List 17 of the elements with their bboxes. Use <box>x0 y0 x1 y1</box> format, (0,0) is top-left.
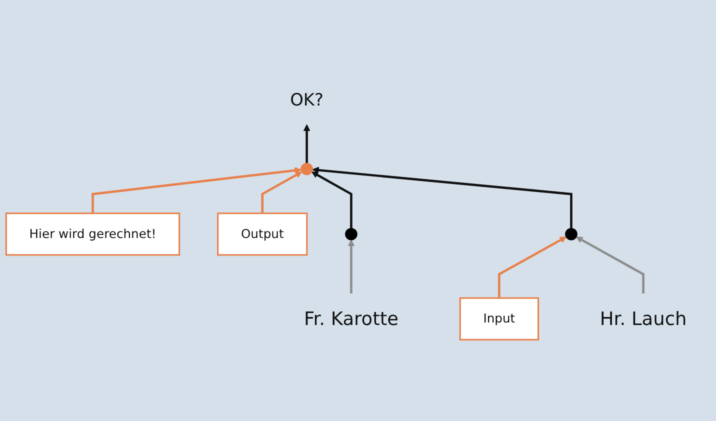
arrow <box>261 172 302 214</box>
node-text: Fr. Karotte <box>304 308 398 330</box>
arrow <box>576 236 644 294</box>
node-text: Hr. Lauch <box>600 308 687 330</box>
node-circle <box>565 228 578 241</box>
arrow <box>92 167 302 214</box>
node-circle <box>300 163 313 176</box>
arrow <box>303 124 310 164</box>
arrow <box>312 172 352 229</box>
arrow <box>498 236 566 298</box>
arrow <box>312 167 572 229</box>
node-circle <box>345 228 358 241</box>
node-box: Hier wird gerechnet! <box>5 212 180 256</box>
node-text: OK? <box>290 91 324 110</box>
node-box: Output <box>217 212 308 256</box>
node-box: Input <box>459 298 540 341</box>
arrow <box>348 240 355 294</box>
